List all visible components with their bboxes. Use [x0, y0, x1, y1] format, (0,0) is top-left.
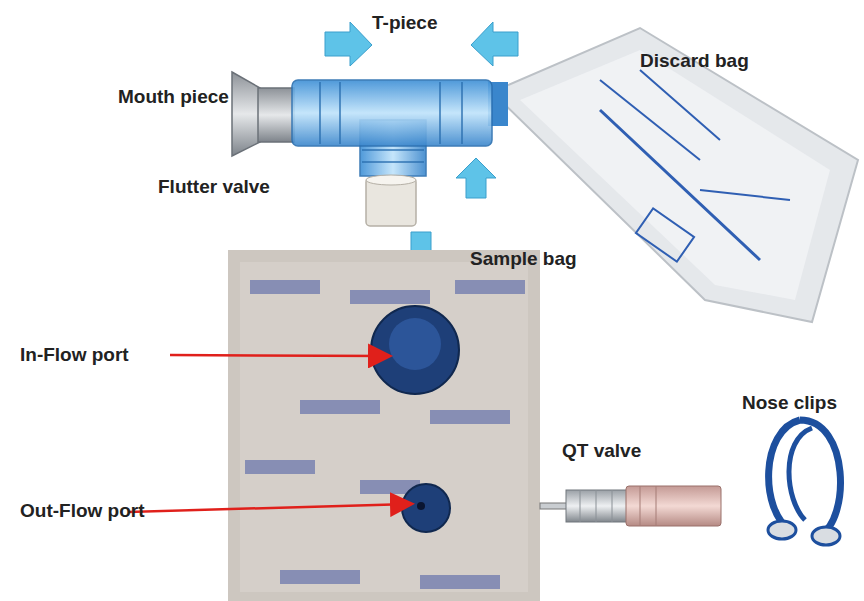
- mouth-piece: [232, 72, 294, 156]
- part-label: QT valve: [562, 440, 641, 462]
- part-label: T-piece: [372, 12, 437, 34]
- t-piece: [292, 80, 492, 176]
- part-label: Discard bag: [640, 50, 749, 72]
- part-label: Sample bag: [470, 248, 577, 270]
- part-label: In-Flow port: [20, 344, 129, 366]
- qt-valve: [540, 486, 721, 526]
- part-label: Out-Flow port: [20, 500, 145, 522]
- part-label: Mouth piece: [118, 86, 229, 108]
- discard-bag: [488, 28, 858, 322]
- flutter-valve: [366, 175, 416, 226]
- part-label: Nose clips: [742, 392, 837, 414]
- sample-bag: [228, 250, 540, 601]
- leader-lines: [128, 355, 410, 512]
- part-label: Flutter valve: [158, 176, 270, 198]
- nose-clips: [768, 420, 840, 545]
